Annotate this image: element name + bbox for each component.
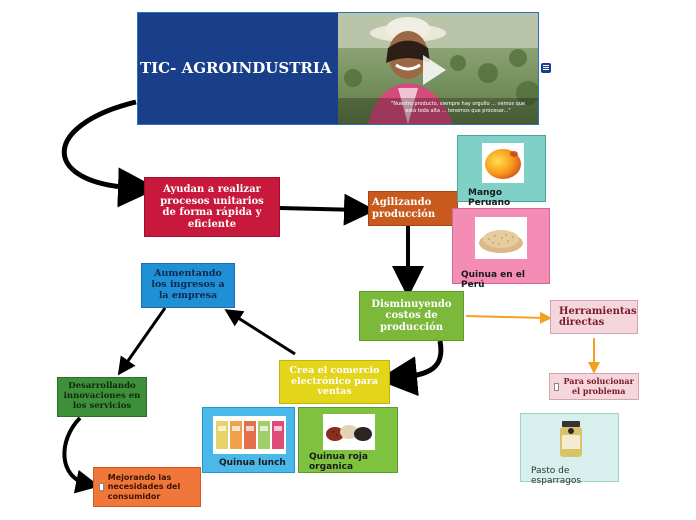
card-quinua-lunch-label: Quinua lunch [219, 458, 286, 468]
arrow-disminuyendo-to-crea [377, 340, 444, 397]
arrow-title-to-ayudan [61, 99, 158, 208]
node-disminuyendo-label: Disminuyendo costos de producción [371, 298, 452, 333]
checkbox-icon [554, 382, 560, 391]
card-quinua-peru[interactable]: Quinua en el Perú [452, 208, 550, 290]
checkbox-icon [99, 483, 104, 491]
arrow-desarrollando-to-mejorando [62, 416, 100, 494]
card-quinua-roja-label: Quinua roja organica [309, 452, 368, 473]
node-aumentando-label: Aumentando los ingresos a la empresa [151, 268, 225, 301]
node-mejorando-label: Mejorando las necesidades del consumidor [107, 473, 181, 501]
node-herramientas-label: Herramientas directas [559, 305, 637, 329]
card-mango[interactable]: Mango Peruano [457, 135, 546, 208]
quinua-roja-image [323, 414, 375, 450]
arrow-aumentando-to-desarrollando [117, 307, 167, 376]
card-pasto[interactable]: Pasto de esparragos [520, 413, 619, 486]
node-agilizando-label: Agilizando producción [372, 197, 436, 220]
snack-bars-icon [216, 421, 284, 449]
node-disminuyendo[interactable]: Disminuyendo costos de producción [359, 291, 464, 341]
mango-image [482, 143, 524, 183]
node-crea-label: Crea el comercio electrónico para ventas [289, 364, 380, 398]
jar-icon [560, 421, 582, 457]
node-para-solucionar[interactable]: Para solucionar el problema [549, 373, 639, 400]
card-quinua-peru-label: Quinua en el Perú [461, 270, 525, 290]
title-text: TIC- AGROINDUSTRIA [140, 58, 332, 77]
spoons-icon [326, 425, 372, 441]
node-herramientas[interactable]: Herramientas directas [550, 300, 638, 334]
mango-icon [485, 149, 521, 179]
arrow-ayudan-to-agilizando [279, 193, 376, 226]
quinoa-grain-icon [479, 230, 523, 253]
node-mejorando[interactable]: Mejorando las necesidades del consumidor [93, 467, 201, 507]
note-icon[interactable] [541, 63, 551, 73]
card-pasto-label: Pasto de esparragos [531, 466, 582, 486]
card-quinua-lunch[interactable]: Quinua lunch [202, 407, 295, 473]
node-aumentando[interactable]: Aumentando los ingresos a la empresa [141, 263, 235, 308]
pasto-image [556, 419, 586, 459]
node-agilizando[interactable]: Agilizando producción [368, 191, 458, 226]
node-ayudan[interactable]: Ayudan a realizar procesos unitarios de … [144, 177, 280, 237]
node-ayudan-label: Ayudan a realizar procesos unitarios de … [160, 184, 264, 230]
node-desarrollando-label: Desarrollando innovaciones en los servic… [63, 381, 141, 411]
video-caption: "Nuestro producto, siempre hay orgullo .… [390, 101, 526, 114]
quinua-peru-image [475, 217, 527, 259]
node-desarrollando[interactable]: Desarrollando innovaciones en los servic… [57, 377, 147, 417]
card-mango-label: Mango Peruano [468, 188, 511, 208]
farmer-photo [338, 13, 538, 124]
video-thumbnail[interactable]: "Nuestro producto, siempre hay orgullo .… [338, 13, 538, 124]
quinua-lunch-image [213, 416, 286, 454]
node-crea[interactable]: Crea el comercio electrónico para ventas [279, 360, 390, 404]
arrow-crea-to-aumentando [224, 309, 296, 356]
card-quinua-roja[interactable]: Quinua roja organica [298, 407, 398, 473]
arrow-disminuyendo-to-herramientas [465, 311, 552, 324]
node-para-solucionar-label: Para solucionar el problema [563, 376, 634, 396]
